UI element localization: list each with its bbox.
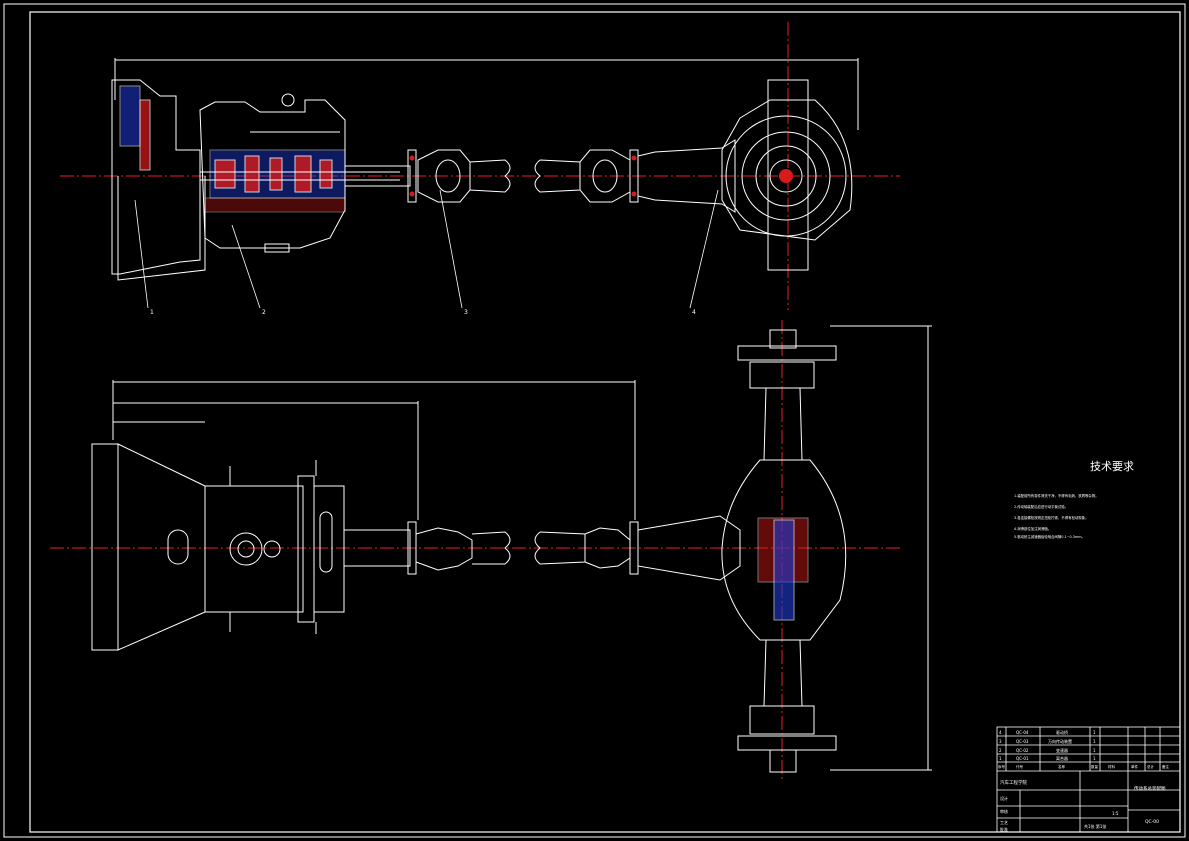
tech-requirements: 1.装配前所有零件清洗干净，不得有毛刺、铁屑等杂物。 2.传动轴装配后应进行动平… [1014,493,1099,539]
bom-no: 1 [999,756,1002,761]
bom-code: QC-02 [1016,748,1029,753]
bom-header: 序号 [998,764,1006,769]
part-label-3: 3 [464,309,468,316]
bom-code: QC-01 [1016,756,1029,761]
tech-requirement-line: 5.驱动桥主减速器齿轮啮合间隙0.1~0.3mm。 [1014,534,1085,539]
bom-qty: 1 [1093,730,1096,735]
drawing-number: QC-00 [1145,819,1159,825]
bom-header: 总计 [1147,764,1155,769]
bom-name: 驱动桥 [1056,729,1068,735]
title-block [996,726,1181,833]
bom-code: QC-03 [1016,739,1029,744]
bom-header: 代号 [1016,764,1024,769]
bom-qty: 1 [1093,739,1096,744]
bom-header: 材料 [1108,764,1116,769]
part-label-1: 1 [150,309,154,316]
part-label-2: 2 [262,309,266,316]
bom-no: 4 [999,730,1002,735]
part-label-4: 4 [692,309,696,316]
tech-requirement-line: 3.各连接螺栓按规定扭矩拧紧，不得有松动现象。 [1014,515,1088,520]
school-name: 汽车工程学院 [1000,779,1027,786]
role-label: 审核 [1000,808,1008,814]
inner-border [29,11,1181,833]
gearbox-section [199,93,400,253]
drawing-name: 传动系总装配图 [1134,785,1166,792]
plan-view [50,320,932,780]
bom-header: 单件 [1131,764,1139,769]
role-label: 工艺 [1000,820,1008,825]
tech-requirement-line: 2.传动轴装配后应进行动平衡试验。 [1014,504,1068,509]
side-view [60,22,900,310]
tech-requirement-line: 4.润滑部位加注润滑脂。 [1014,526,1051,531]
bom-qty: 1 [1093,756,1096,761]
bom-code: QC-04 [1016,730,1029,735]
bom-header: 名称 [1058,764,1066,769]
sheet-count: 共1张 第1张 [1084,823,1106,829]
bom-header: 数量 [1091,764,1099,769]
outer-border [3,3,1186,838]
tech-requirements-title: 技术要求 [1090,460,1134,473]
bom-name: 离合器 [1056,755,1068,761]
bom-no: 2 [999,748,1002,753]
bom-qty: 1 [1093,748,1096,753]
bom-table: 4 QC-04 驱动桥 1 3 QC-03 万向传动装置 1 2 QC-02 变… [998,729,1170,769]
bom-name: 变速器 [1056,747,1068,753]
bom-no: 3 [999,739,1002,744]
rear-axle [721,329,847,773]
scale-value: 1:5 [1112,811,1119,816]
tech-requirement-line: 1.装配前所有零件清洗干净，不得有毛刺、铁屑等杂物。 [1014,493,1099,498]
title-block-fields: 汽车工程学院 传动系总装配图 QC-00 1:5 共1张 第1张 设计 审核 工… [1000,779,1166,832]
part-leaders [134,189,719,309]
role-label: 批准 [1000,826,1008,832]
differential-carrier [721,79,853,271]
bom-name: 万向传动装置 [1048,738,1072,744]
clutch-housing [111,79,206,281]
role-label: 设计 [1000,795,1008,801]
bom-header: 备注 [1162,764,1170,769]
